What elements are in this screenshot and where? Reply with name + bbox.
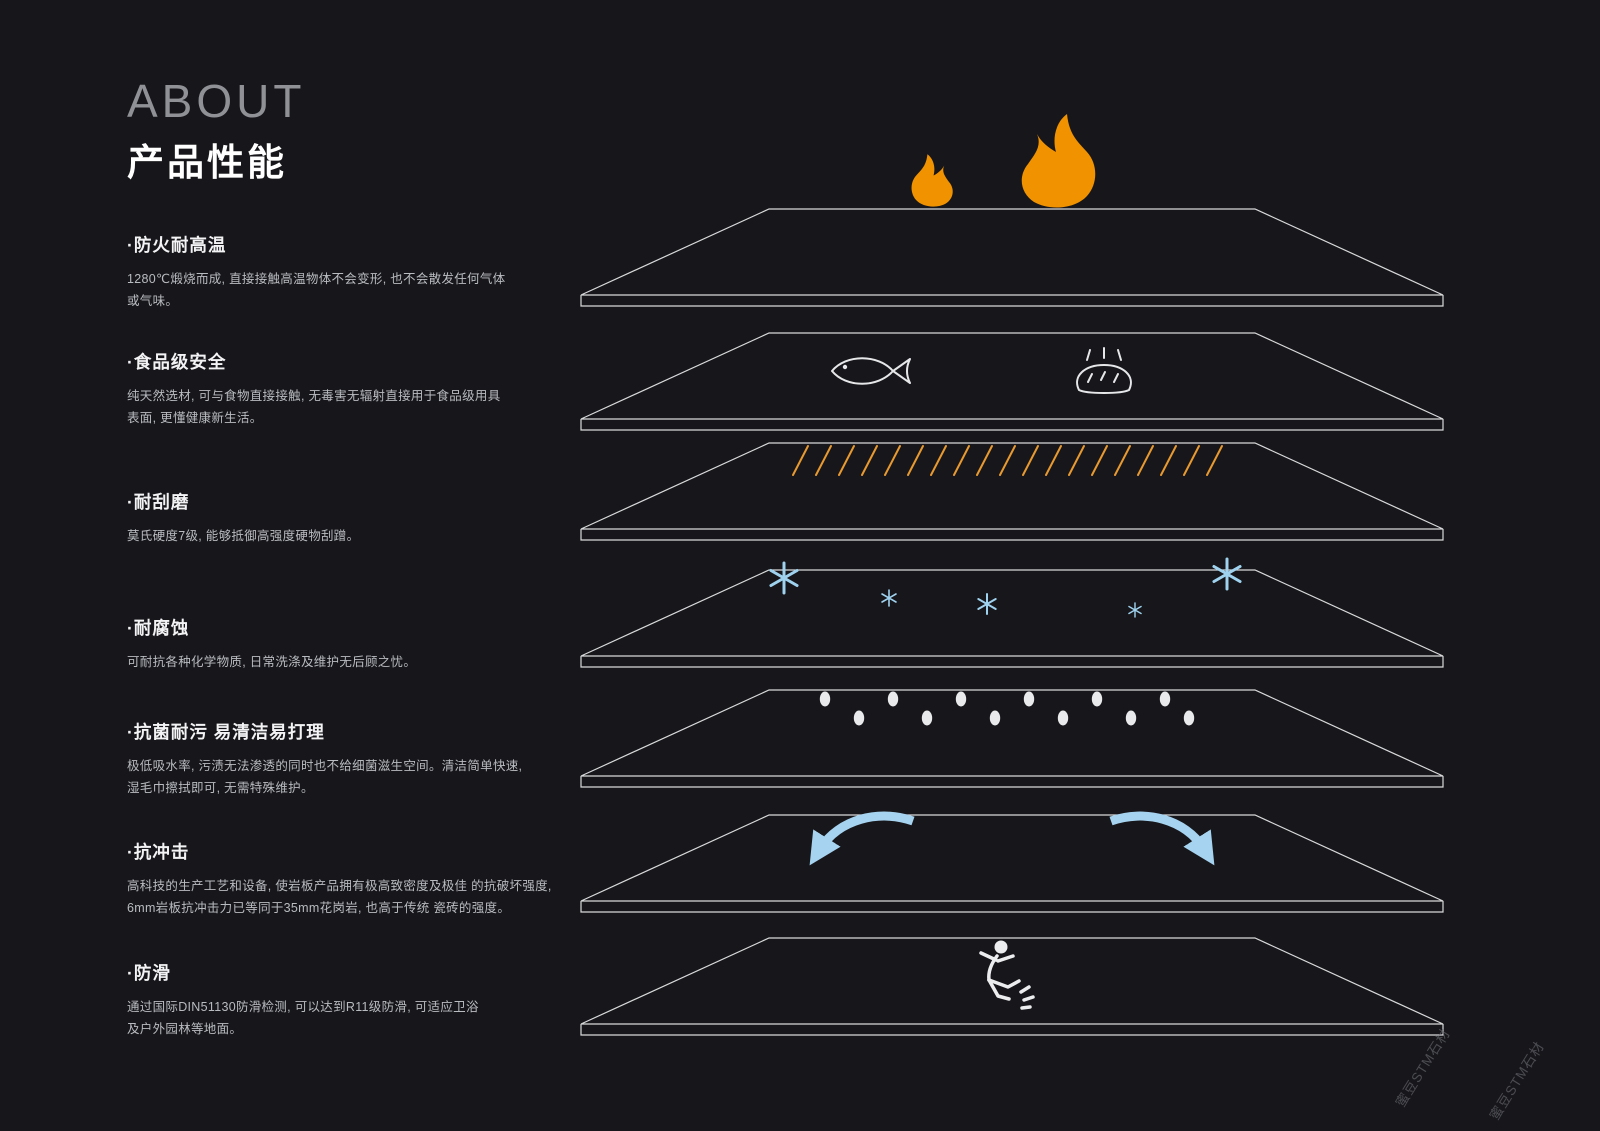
slab-layer-food-safe — [580, 332, 1444, 431]
slab-layer-antibacterial — [580, 689, 1444, 788]
feature-desc: 莫氏硬度7级, 能够抵御高强度硬物刮蹭。 — [127, 529, 360, 543]
snowflakes-icon — [769, 557, 1242, 618]
feature-desc: 极低吸水率, 污渍无法渗透的同时也不给细菌滋生空间。清洁简单快速, 湿毛巾擦拭即… — [127, 759, 523, 795]
droplets-icon — [819, 691, 1195, 726]
feature-impact-resistance: ·抗冲击 高科技的生产工艺和设备, 使岩板产品拥有极高致密度及极佳 的抗破坏强度… — [127, 839, 607, 920]
feature-food-safe: ·食品级安全 纯天然选材, 可与食物直接接触, 无毒害无辐射直接用于食品级用具 … — [127, 349, 607, 430]
slab-outline — [580, 569, 1444, 668]
feature-desc: 通过国际DIN51130防滑检测, 可以达到R11级防滑, 可适应卫浴 及户外园… — [127, 1000, 479, 1036]
slab-layer-anti-slip — [580, 937, 1444, 1036]
about-label: ABOUT — [127, 75, 306, 127]
slab-layer-scratch — [580, 442, 1444, 541]
feature-corrosion-resistance: ·耐腐蚀 可耐抗各种化学物质, 日常洗涤及维护无后顾之忧。 — [127, 615, 607, 674]
flame-icon — [911, 114, 1096, 208]
slab-outline — [580, 442, 1444, 541]
feature-title: ·食品级安全 — [127, 352, 227, 372]
watermark-text: 蜜豆STM石材 — [1486, 1038, 1548, 1123]
slab-outline — [580, 814, 1444, 913]
slab-layer-corrosion — [580, 557, 1444, 668]
slab-outline — [580, 689, 1444, 788]
feature-desc: 高科技的生产工艺和设备, 使岩板产品拥有极高致密度及极佳 的抗破坏强度, 6mm… — [127, 879, 552, 915]
fish-icon — [831, 357, 911, 385]
slab-outline — [580, 208, 1444, 307]
bread-icon — [1076, 347, 1132, 394]
slipping-person-icon — [979, 940, 1035, 1010]
feature-title: ·抗冲击 — [127, 842, 190, 862]
impact-arrows-icon — [809, 811, 1215, 866]
feature-desc: 1280℃煅烧而成, 直接接触高温物体不会变形, 也不会散发任何气体 或气味。 — [127, 272, 506, 308]
feature-title: ·防滑 — [127, 963, 171, 983]
watermark: 蜜豆STM石材 — [1484, 1037, 1548, 1123]
feature-title: ·抗菌耐污 易清洁易打理 — [127, 722, 325, 742]
slab-outline — [580, 332, 1444, 431]
feature-title: ·防火耐高温 — [127, 235, 227, 255]
right-arrow-icon — [1109, 811, 1215, 866]
feature-title: ·耐刮磨 — [127, 492, 190, 512]
scratches-icon — [792, 445, 1223, 476]
feature-desc: 可耐抗各种化学物质, 日常洗涤及维护无后顾之忧。 — [127, 655, 417, 669]
feature-anti-slip: ·防滑 通过国际DIN51130防滑检测, 可以达到R11级防滑, 可适应卫浴 … — [127, 960, 607, 1041]
feature-scratch-resistance: ·耐刮磨 莫氏硬度7级, 能够抵御高强度硬物刮蹭。 — [127, 489, 607, 548]
page-title: 产品性能 — [127, 142, 287, 183]
feature-antibacterial: ·抗菌耐污 易清洁易打理 极低吸水率, 污渍无法渗透的同时也不给细菌滋生空间。清… — [127, 719, 607, 800]
slab-layer-impact — [580, 811, 1444, 913]
feature-fire-resistance: ·防火耐高温 1280℃煅烧而成, 直接接触高温物体不会变形, 也不会散发任何气… — [127, 232, 607, 313]
feature-desc: 纯天然选材, 可与食物直接接触, 无毒害无辐射直接用于食品级用具 表面, 更懂健… — [127, 389, 501, 425]
slab-layer-fire — [580, 114, 1444, 307]
feature-title: ·耐腐蚀 — [127, 618, 190, 638]
left-arrow-icon — [809, 811, 915, 866]
